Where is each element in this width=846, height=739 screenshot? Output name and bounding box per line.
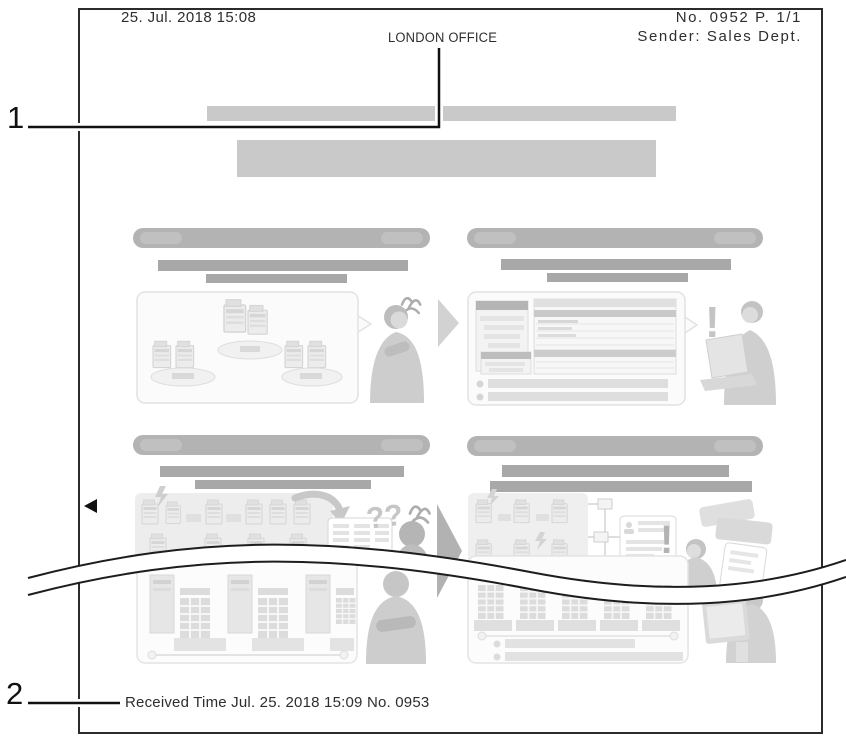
placeholder-line — [195, 480, 371, 489]
placeholder-line — [490, 481, 752, 492]
irritation-squiggle-icon — [408, 505, 431, 524]
flow-arrow-right-icon — [437, 504, 462, 598]
flow-arrow-right-icon — [438, 299, 459, 347]
placeholder-line — [206, 274, 347, 283]
businessman-crossed-arms-silhouette — [366, 571, 426, 664]
site-cluster-illustration — [136, 291, 373, 404]
placeholder-line — [547, 273, 688, 282]
panel-heading-pill-br — [467, 436, 763, 456]
placeholder-line — [501, 259, 731, 270]
placeholder-subtitle-bar — [237, 140, 656, 177]
placeholder-line — [502, 465, 729, 477]
woman-laptop-silhouette: ! — [700, 298, 776, 405]
exclamation-icon: ! — [705, 298, 720, 347]
panel-heading-pill-tl — [133, 228, 430, 248]
placeholder-line — [158, 260, 408, 271]
device-fleet-illustration: ?? — [135, 486, 431, 566]
fax-header-right: No. 0952 P. 1/1 Sender: Sales Dept. — [637, 8, 802, 46]
man-at-desk-silhouette — [702, 589, 776, 663]
placeholder-line — [160, 466, 404, 477]
fax-station-name: LONDON OFFICE — [388, 30, 498, 45]
panel-heading-pill-bl — [133, 435, 430, 455]
woman-thinking-silhouette — [370, 296, 424, 403]
fax-received-info: Received Time Jul. 25. 2018 15:09 No. 09… — [125, 694, 430, 711]
site-towers-illustration — [136, 555, 358, 664]
server-room-illustration — [467, 555, 689, 664]
fax-sent-datetime: 25. Jul. 2018 15:08 — [121, 9, 257, 26]
question-marks: ?? — [364, 499, 404, 536]
left-triangle-marker-icon — [84, 499, 97, 513]
panel-heading-pill-tr — [467, 228, 763, 248]
callout-2-number: 2 — [6, 676, 24, 711]
software-screens-illustration — [467, 291, 699, 406]
fax-page-info: No. 0952 P. 1/1 — [675, 9, 802, 26]
callout-1-number: 1 — [7, 100, 25, 135]
fax-sender: Sender: Sales Dept. — [637, 28, 802, 45]
fax-page-border — [78, 8, 823, 734]
